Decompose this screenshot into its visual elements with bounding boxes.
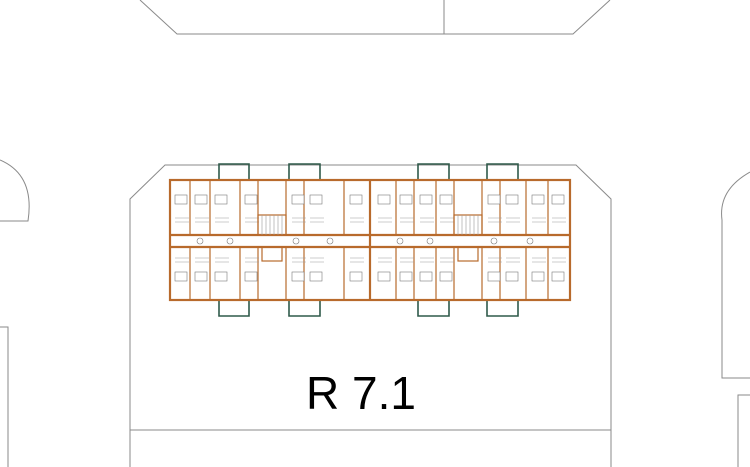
fixture-north-12 bbox=[505, 194, 519, 205]
furniture-north-12 bbox=[506, 217, 520, 223]
furniture-south-11 bbox=[488, 257, 502, 263]
balcony-bottom-2 bbox=[288, 300, 321, 317]
furniture-south-0 bbox=[175, 257, 189, 263]
balcony-bottom-3 bbox=[417, 300, 450, 317]
left-corner-curve bbox=[0, 159, 30, 222]
balcony-bottom-4 bbox=[486, 300, 519, 317]
fixture-south-13 bbox=[531, 271, 545, 282]
furniture-south-3 bbox=[245, 257, 259, 263]
furniture-north-3 bbox=[245, 217, 259, 223]
corridor-column-0 bbox=[196, 237, 204, 245]
corridor-column-7 bbox=[526, 237, 534, 245]
furniture-south-6 bbox=[350, 257, 364, 263]
fixture-north-7 bbox=[377, 194, 391, 205]
fixture-north-11 bbox=[487, 194, 501, 205]
plot-label: R 7.1 bbox=[306, 367, 416, 419]
furniture-south-2 bbox=[215, 257, 229, 263]
corridor-column-3 bbox=[326, 237, 334, 245]
fixture-south-1 bbox=[194, 271, 208, 282]
fixture-south-12 bbox=[505, 271, 519, 282]
furniture-north-0 bbox=[175, 217, 189, 223]
fixture-north-9 bbox=[419, 194, 433, 205]
furniture-south-9 bbox=[420, 257, 434, 263]
stair-treads-east bbox=[457, 215, 479, 235]
fixture-south-2 bbox=[214, 271, 228, 282]
fixture-north-13 bbox=[531, 194, 545, 205]
corridor-column-6 bbox=[490, 237, 498, 245]
fixture-south-3 bbox=[244, 271, 258, 282]
furniture-north-6 bbox=[350, 217, 364, 223]
balcony-top-1 bbox=[218, 163, 250, 180]
fixture-south-8 bbox=[399, 271, 413, 282]
top-block-outline bbox=[139, 0, 611, 35]
fixture-south-9 bbox=[419, 271, 433, 282]
balcony-top-4 bbox=[486, 163, 519, 180]
furniture-north-13 bbox=[532, 217, 546, 223]
fixture-south-6 bbox=[349, 271, 363, 282]
lift-west bbox=[261, 246, 283, 262]
furniture-north-9 bbox=[420, 217, 434, 223]
fixture-south-5 bbox=[309, 271, 323, 282]
right-corner-curve bbox=[721, 171, 750, 379]
fixture-north-8 bbox=[399, 194, 413, 205]
balcony-top-3 bbox=[417, 163, 450, 180]
fixture-north-14 bbox=[551, 194, 565, 205]
fixture-north-4 bbox=[291, 194, 305, 205]
furniture-north-2 bbox=[215, 217, 229, 223]
fixture-north-3 bbox=[244, 194, 258, 205]
furniture-south-1 bbox=[195, 257, 209, 263]
fixture-south-4 bbox=[291, 271, 305, 282]
building-floor-plan bbox=[168, 178, 572, 302]
furniture-north-14 bbox=[552, 217, 566, 223]
fixture-south-0 bbox=[174, 271, 188, 282]
furniture-north-5 bbox=[310, 217, 324, 223]
fixture-north-10 bbox=[439, 194, 453, 205]
fixture-south-11 bbox=[487, 271, 501, 282]
furniture-south-12 bbox=[506, 257, 520, 263]
balconies bbox=[218, 163, 519, 317]
furniture-south-8 bbox=[400, 257, 414, 263]
furniture-north-8 bbox=[400, 217, 414, 223]
plot-boundary bbox=[129, 164, 612, 467]
furniture-north-7 bbox=[378, 217, 392, 223]
stair-treads-west bbox=[261, 215, 283, 235]
corridor-column-2 bbox=[292, 237, 300, 245]
fixture-south-14 bbox=[551, 271, 565, 282]
fixture-south-10 bbox=[439, 271, 453, 282]
furniture-north-10 bbox=[440, 217, 454, 223]
furniture-south-10 bbox=[440, 257, 454, 263]
corridor-column-1 bbox=[226, 237, 234, 245]
stair-core-west bbox=[257, 214, 287, 236]
fixture-north-1 bbox=[194, 194, 208, 205]
furniture-south-13 bbox=[532, 257, 546, 263]
balcony-top-2 bbox=[288, 163, 321, 180]
fixture-north-0 bbox=[174, 194, 188, 205]
furniture-north-11 bbox=[488, 217, 502, 223]
fixture-north-2 bbox=[214, 194, 228, 205]
furniture-south-5 bbox=[310, 257, 324, 263]
fixture-north-6 bbox=[349, 194, 363, 205]
unit-details bbox=[174, 194, 566, 282]
furniture-north-1 bbox=[195, 217, 209, 223]
furniture-south-7 bbox=[378, 257, 392, 263]
right-lower-line bbox=[737, 394, 750, 467]
furniture-south-14 bbox=[552, 257, 566, 263]
fixture-north-5 bbox=[309, 194, 323, 205]
corridor-column-4 bbox=[396, 237, 404, 245]
plot-outline bbox=[129, 164, 612, 467]
furniture-south-4 bbox=[292, 257, 306, 263]
corridor-column-5 bbox=[426, 237, 434, 245]
left-lower-block bbox=[0, 326, 9, 467]
furniture-north-4 bbox=[292, 217, 306, 223]
fixture-south-7 bbox=[377, 271, 391, 282]
lift-east bbox=[457, 246, 479, 262]
stair-core-east bbox=[453, 214, 483, 236]
balcony-bottom-1 bbox=[218, 300, 250, 317]
